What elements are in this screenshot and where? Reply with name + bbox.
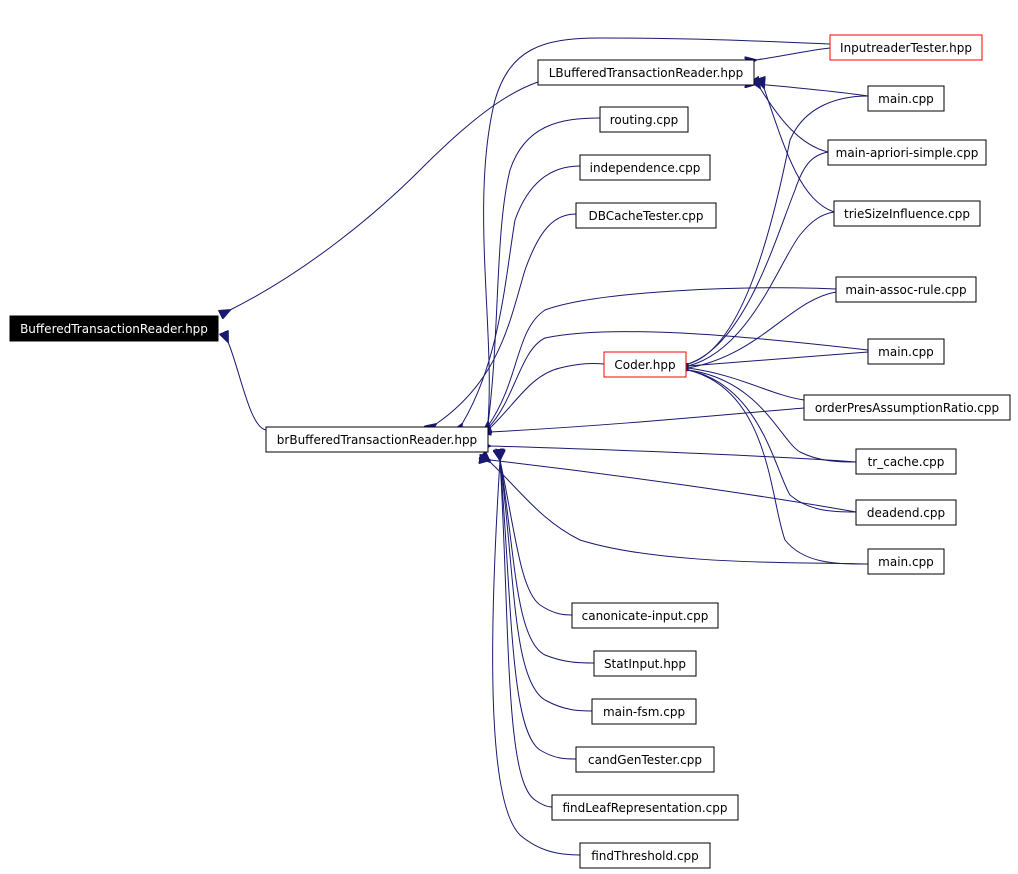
node-main-fsm[interactable]: main-fsm.cpp [591,698,697,725]
edge-main1-to-coder [688,95,869,364]
edge-routing-to-brbuffered [488,117,601,424]
edge-triesize-to-lbuffered [764,88,835,213]
edge-inputreadertester-to-brbuffered [484,37,831,422]
edge-findleaf-to-brbuffered [500,460,553,808]
edge-assocrule-to-coder [688,291,837,368]
node-routing[interactable]: routing.cpp [599,106,689,133]
edge-main3-to-brbuffered [490,462,869,565]
node-triesizeinfluence[interactable]: trieSizeInfluence.cpp [833,200,981,227]
node-brbufferedtransactionreader[interactable]: brBufferedTransactionReader.hpp [265,426,489,453]
node-label: trieSizeInfluence.cpp [844,207,970,221]
edge-main2-to-brbuffered [488,331,869,428]
node-main-cpp-3[interactable]: main.cpp [867,548,945,575]
node-label: main-fsm.cpp [603,705,685,719]
node-main-apriori-simple[interactable]: main-apriori-simple.cpp [827,139,987,166]
edge-assocrule-to-brbuffered [488,287,837,426]
edge-inputreadertester-to-lbuffered [756,47,831,60]
edge-apriori-to-coder [688,151,829,364]
node-inputreadertester[interactable]: InputreaderTester.hpp [829,34,983,61]
node-label: findThreshold.cpp [591,849,699,863]
node-label: InputreaderTester.hpp [840,41,972,55]
edge-main1-to-lbuffered [756,84,869,97]
edge-apriori-to-lbuffered [760,88,829,153]
node-label: main.cpp [878,345,934,359]
node-label: independence.cpp [590,161,701,175]
node-label: StatInput.hpp [604,657,686,671]
edge-deadend-to-coder [688,370,857,513]
node-coder-hpp[interactable]: Coder.hpp [603,351,687,378]
node-label: DBCacheTester.cpp [588,209,703,223]
node-label: main-assoc-rule.cpp [845,283,966,297]
node-label: main.cpp [878,555,934,569]
node-label: candGenTester.cpp [588,753,702,767]
node-label: main.cpp [878,92,934,106]
edge-brbuffered-to-buffered [228,342,268,431]
edge-statinput-to-brbuffered [500,460,595,664]
node-main-assoc-rule[interactable]: main-assoc-rule.cpp [835,276,977,303]
node-label: tr_cache.cpp [868,455,945,469]
edge-deadend-to-brbuffered [490,460,857,513]
node-label: BufferedTransactionReader.hpp [20,322,208,336]
node-label: findLeafRepresentation.cpp [563,801,728,815]
node-findthreshold[interactable]: findThreshold.cpp [579,842,711,869]
graph-edges [228,37,869,856]
node-main-cpp-2[interactable]: main.cpp [867,338,945,365]
node-label: deadend.cpp [867,506,945,520]
edge-orderpres-to-brbuffered [490,407,805,432]
node-bufferedtransactionreader: BufferedTransactionReader.hpp [9,315,219,342]
node-main-cpp-1[interactable]: main.cpp [867,85,945,112]
node-independence[interactable]: independence.cpp [579,154,711,181]
edge-main2-to-coder [688,351,869,366]
node-canonicate-input[interactable]: canonicate-input.cpp [571,602,719,629]
edge-independence-to-brbuffered [462,165,581,424]
node-lbufferedtransactionreader[interactable]: LBufferedTransactionReader.hpp [537,59,755,86]
edge-coder-to-brbuffered [488,363,605,430]
node-label: main-apriori-simple.cpp [836,146,979,160]
edge-trcache-to-brbuffered [490,446,857,463]
edge-main3-to-coder [688,370,869,565]
edge-orderpres-to-coder [688,368,805,401]
node-dbcachetester[interactable]: DBCacheTester.cpp [575,202,717,229]
node-label: LBufferedTransactionReader.hpp [549,66,744,80]
node-label: brBufferedTransactionReader.hpp [277,433,477,447]
edge-findthreshold-to-brbuffered [492,460,581,856]
edge-candgen-to-brbuffered [500,460,577,760]
edge-canonicate-to-brbuffered [500,460,573,616]
node-deadend[interactable]: deadend.cpp [855,499,957,526]
edge-mainfsm-to-brbuffered [500,460,593,712]
node-findleafrepresentation[interactable]: findLeafRepresentation.cpp [551,794,739,821]
node-candgentester[interactable]: candGenTester.cpp [575,746,715,773]
node-statinput[interactable]: StatInput.hpp [593,650,697,677]
node-label: orderPresAssumptionRatio.cpp [815,401,999,415]
node-label: routing.cpp [610,113,679,127]
graph-nodes: BufferedTransactionReader.hpp LBufferedT… [9,34,1011,869]
node-orderpresassumptionratio[interactable]: orderPresAssumptionRatio.cpp [803,394,1011,421]
node-tr-cache[interactable]: tr_cache.cpp [855,448,957,475]
node-label: Coder.hpp [614,358,675,372]
edge-trcache-to-coder [688,370,857,463]
edge-triesize-to-coder [688,211,835,366]
edge-lbuffered-to-buffered [230,81,539,310]
node-label: canonicate-input.cpp [582,609,709,623]
edge-dbcache-to-brbuffered [436,213,577,424]
